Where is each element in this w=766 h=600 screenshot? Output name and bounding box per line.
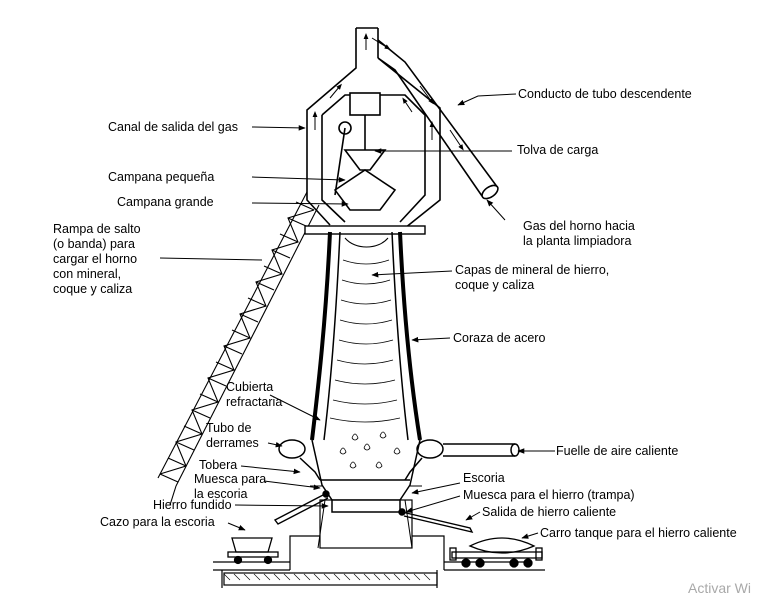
runners	[273, 490, 474, 534]
label-capas-mineral: Capas de mineral de hierro, coque y cali…	[455, 263, 610, 292]
label-muesca-escoria: Muesca para la escoria	[194, 472, 267, 501]
downcomer-duct	[377, 39, 499, 200]
ring-beam	[304, 225, 426, 235]
label-coraza-de-acero: Coraza de acero	[453, 331, 546, 345]
hot-metal-car	[449, 537, 543, 568]
label-canal-salida-gas: Canal de salida del gas	[108, 120, 238, 134]
skip-ramp	[157, 191, 320, 506]
label-tobera: Tobera	[199, 458, 238, 472]
label-tubo-de-derrames: Tubo de derrames	[206, 421, 259, 450]
label-salida-hierro-caliente: Salida de hierro caliente	[482, 505, 617, 519]
label-escoria: Escoria	[463, 471, 505, 485]
gas-flow-arrows	[312, 33, 464, 151]
label-campana-grande: Campana grande	[117, 195, 214, 209]
hot-gas-drops	[339, 431, 401, 469]
slag-ladle-car	[227, 537, 279, 565]
furnace-top	[306, 27, 441, 229]
label-carro-tanque: Carro tanque para el hierro caliente	[540, 526, 737, 540]
label-cazo-escoria: Cazo para la escoria	[100, 515, 215, 529]
hot-blast-main	[278, 439, 520, 481]
label-hierro-fundido: Hierro fundido	[153, 498, 232, 512]
label-gas-del-horno: Gas del horno hacia la planta limpiadora	[523, 219, 635, 248]
label-conducto-tubo-descendente: Conducto de tubo descendente	[518, 87, 692, 101]
label-rampa-de-salto: Rampa de salto (o banda) para cargar el …	[53, 222, 141, 296]
label-muesca-hierro: Muesca para el hierro (trampa)	[463, 488, 635, 502]
furnace-stack	[310, 231, 422, 441]
label-tolva-de-carga: Tolva de carga	[517, 143, 599, 157]
label-cubierta-refractaria: Cubierta refractaria	[226, 380, 283, 409]
windows-activation-watermark: Activar Wi	[688, 580, 751, 596]
label-campana-pequena: Campana pequeña	[108, 170, 215, 184]
leader-lines	[159, 93, 555, 539]
label-fuelle-aire-caliente: Fuelle de aire caliente	[556, 444, 679, 458]
